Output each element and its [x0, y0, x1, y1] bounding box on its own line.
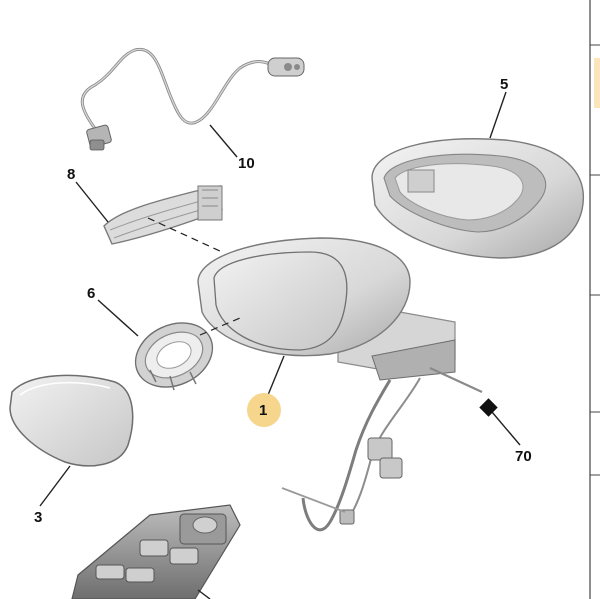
mirror-housing-part — [371, 138, 584, 259]
part-70-marker — [479, 398, 498, 417]
page-border — [589, 0, 600, 599]
mounting-ring-part — [134, 322, 214, 391]
wiring-harness-part — [80, 47, 305, 151]
turn-signal-part — [103, 185, 223, 245]
leader-lines — [39, 91, 521, 599]
window-switch-panel — [71, 504, 241, 599]
alignment-lines — [147, 217, 241, 336]
callout-5: 5 — [500, 76, 508, 93]
callout-70: 70 — [515, 448, 532, 465]
callout-8: 8 — [67, 166, 75, 183]
callout-1-highlight — [247, 393, 281, 427]
callout-1: 1 — [259, 402, 267, 419]
mirror-assembly-part — [197, 237, 483, 532]
callout-3: 3 — [34, 509, 42, 526]
mirror-glass-part — [9, 374, 134, 467]
callout-10: 10 — [238, 155, 255, 172]
callout-6: 6 — [87, 285, 95, 302]
